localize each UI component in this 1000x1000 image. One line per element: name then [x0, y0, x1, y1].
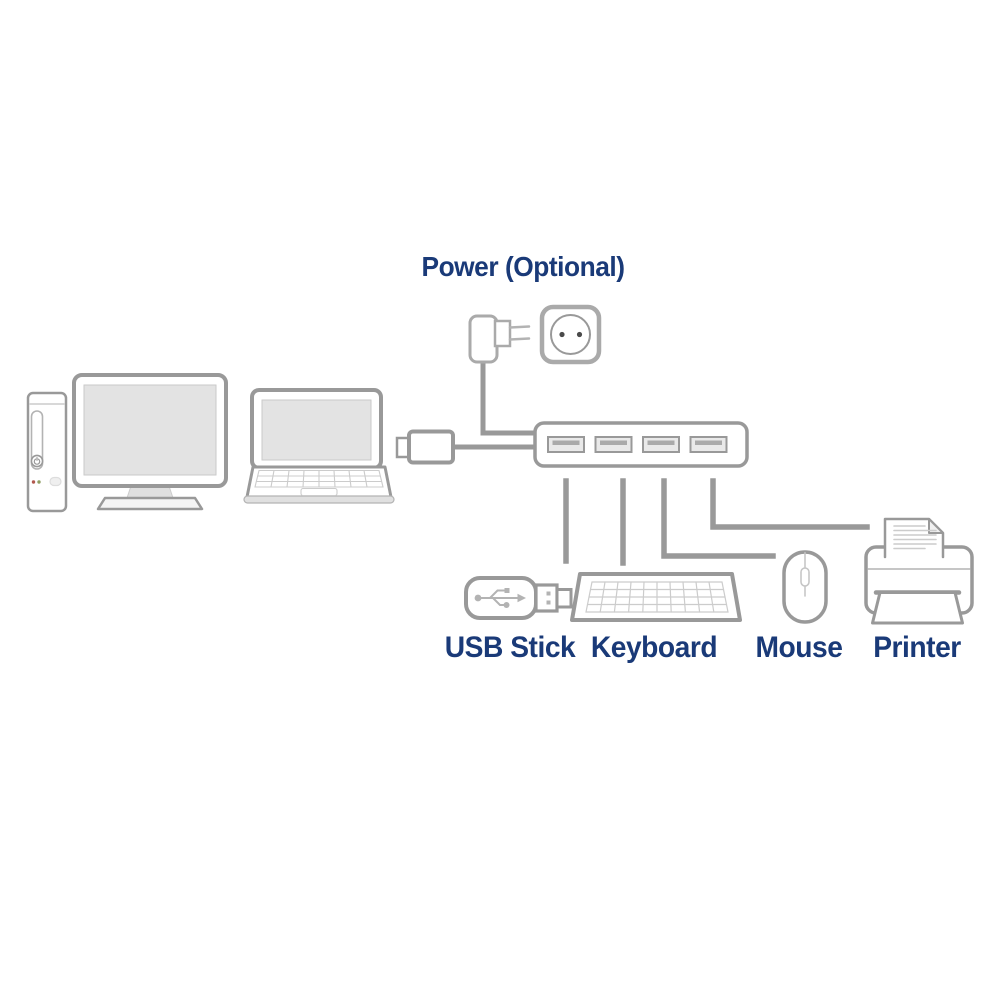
tower-front-port	[49, 476, 62, 487]
desktop-tower-icon	[26, 391, 68, 513]
power-cable	[480, 355, 540, 436]
hub-port-4	[689, 436, 728, 453]
usb-plug-body	[407, 429, 455, 465]
usb-stick-connector-tip	[555, 588, 573, 609]
printer-icon	[864, 517, 974, 625]
keyboard-label: Keyboard	[590, 631, 718, 664]
usb-stick-icon	[464, 576, 573, 620]
adapter-plug-housing	[493, 319, 512, 348]
laptop-trackpad	[300, 487, 338, 497]
power-optional-label: Power (Optional)	[421, 251, 625, 282]
tower-led-power	[31, 480, 36, 484]
adapter-pin-top	[508, 325, 531, 329]
tower-drive-slot	[30, 410, 44, 470]
cable-to-mouse	[661, 478, 776, 559]
usb-trident-symbol	[474, 588, 526, 608]
laptop-screen	[261, 399, 372, 461]
keyboard-icon	[570, 572, 742, 622]
hub-body	[533, 421, 749, 468]
usb-plug-icon	[395, 429, 540, 465]
mouse-label: Mouse	[755, 631, 843, 664]
usb-hub-icon	[533, 421, 749, 468]
keyboard-key-grid	[585, 581, 729, 613]
hub-port-3	[642, 436, 680, 453]
usb-stick-label: USB Stick	[444, 631, 576, 664]
tower-led-hdd	[37, 480, 41, 484]
cable-to-printer	[710, 478, 870, 530]
hub-port-1	[547, 436, 585, 453]
laptop-base-lip	[243, 495, 395, 504]
usb-stick-connector	[534, 583, 559, 613]
mouse-scroll-wheel	[800, 567, 810, 587]
monitor-screen	[83, 384, 217, 476]
printer-label: Printer	[873, 631, 961, 664]
monitor-icon	[72, 373, 228, 511]
laptop-icon	[243, 388, 395, 504]
laptop-key-grid	[254, 469, 384, 488]
hub-cables	[563, 478, 870, 566]
monitor-stand-base	[96, 496, 204, 511]
hub-port-2	[594, 436, 633, 453]
printer-paper	[883, 517, 945, 559]
adapter-pin-bottom	[508, 337, 531, 341]
socket-hole-right	[576, 331, 583, 338]
socket-hole-left	[559, 331, 565, 338]
printer-output-tray	[871, 591, 964, 625]
adapter-body	[468, 314, 499, 364]
power-adapter-icon	[468, 314, 540, 436]
mouse-icon	[782, 550, 828, 624]
power-socket-icon	[539, 304, 602, 365]
